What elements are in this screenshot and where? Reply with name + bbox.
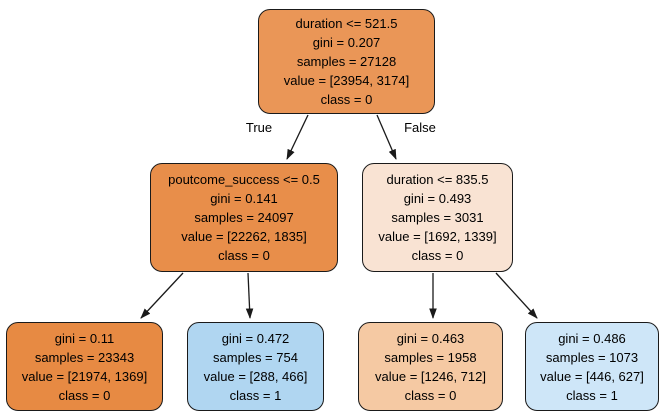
tree-leaf-2: gini = 0.472 samples = 754 value = [288,… xyxy=(187,322,324,411)
node-gini: gini = 0.486 xyxy=(558,330,626,346)
node-samples: samples = 1958 xyxy=(384,349,477,365)
node-gini: gini = 0.141 xyxy=(210,191,278,206)
node-samples: samples = 1073 xyxy=(545,349,639,365)
node-value: value = [22262, 1835] xyxy=(181,229,307,244)
edge-label-true: True xyxy=(245,120,273,135)
edge-label-false: False xyxy=(404,120,436,135)
tree-leaf-1: gini = 0.11 samples = 23343 value = [219… xyxy=(6,322,163,411)
node-gini: gini = 0.493 xyxy=(403,191,472,206)
node-class: class = 0 xyxy=(320,92,373,107)
edge-left-to-leaf2 xyxy=(245,272,254,319)
node-value: value = [288, 466] xyxy=(203,368,308,384)
node-gini: gini = 0.472 xyxy=(221,330,290,346)
tree-node-left-internal: poutcome_success <= 0.5 gini = 0.141 sam… xyxy=(150,163,338,272)
edge-left-to-leaf1 xyxy=(140,272,184,319)
node-value: value = [1246, 712] xyxy=(375,368,486,384)
edge-root-to-right xyxy=(376,114,397,160)
tree-node-right-internal: duration <= 835.5 gini = 0.493 samples =… xyxy=(362,163,513,272)
node-condition: poutcome_success <= 0.5 xyxy=(168,172,320,187)
node-condition: duration <= 521.5 xyxy=(295,16,398,31)
edge-right-to-leaf4 xyxy=(495,272,538,319)
node-class: class = 0 xyxy=(218,248,270,263)
node-class: class = 0 xyxy=(411,248,464,263)
node-samples: samples = 23343 xyxy=(34,349,135,365)
node-samples: samples = 754 xyxy=(213,349,298,365)
node-gini: gini = 0.11 xyxy=(54,330,115,346)
node-class: class = 1 xyxy=(566,387,618,403)
node-gini: gini = 0.463 xyxy=(396,330,465,346)
edge-root-to-left xyxy=(286,114,309,160)
node-value: value = [21974, 1369] xyxy=(21,368,148,384)
node-class: class = 0 xyxy=(58,387,111,403)
node-gini: gini = 0.207 xyxy=(312,35,381,50)
tree-node-root: duration <= 521.5 gini = 0.207 samples =… xyxy=(258,9,435,114)
node-samples: samples = 3031 xyxy=(391,210,484,225)
node-value: value = [23954, 3174] xyxy=(283,73,410,88)
node-class: class = 1 xyxy=(229,387,282,403)
node-samples: samples = 24097 xyxy=(194,210,294,225)
node-value: value = [1692, 1339] xyxy=(378,229,497,244)
node-value: value = [446, 627] xyxy=(540,368,644,384)
node-samples: samples = 27128 xyxy=(296,54,397,69)
node-condition: duration <= 835.5 xyxy=(386,172,489,187)
node-class: class = 0 xyxy=(404,387,457,403)
tree-leaf-3: gini = 0.463 samples = 1958 value = [124… xyxy=(358,322,503,411)
tree-leaf-4: gini = 0.486 samples = 1073 value = [446… xyxy=(525,322,659,411)
